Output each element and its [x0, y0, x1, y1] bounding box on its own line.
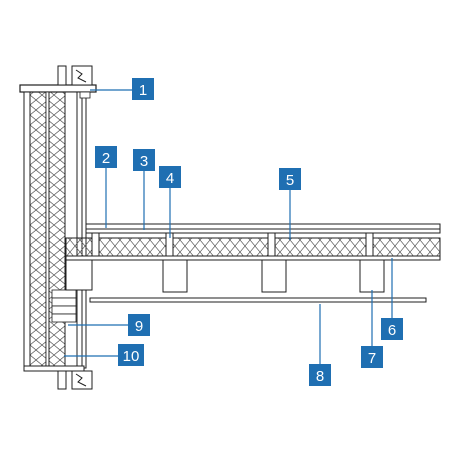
callout-label: 3: [140, 153, 148, 170]
callout-4: 4: [159, 166, 181, 188]
wall-top-cap: [19, 84, 97, 93]
callout-7: 7: [361, 346, 383, 368]
beam: [359, 259, 385, 293]
beam: [65, 259, 93, 291]
bottom-fixing: [75, 373, 87, 387]
bottom-bracket: [71, 370, 93, 390]
callout-9: 9: [128, 314, 150, 336]
wall-assembly: [19, 65, 97, 390]
callout-8: 8: [309, 364, 331, 386]
callout-10: 10: [118, 344, 144, 366]
inner-lining: [76, 91, 83, 369]
inner-insulation: [48, 91, 66, 369]
callout-2: 2: [95, 146, 117, 168]
callout-6: 6: [381, 318, 403, 340]
top-fixing: [75, 69, 87, 83]
top-bracket: [71, 65, 93, 86]
floor-decking: [85, 223, 441, 230]
callout-5: 5: [279, 168, 301, 190]
ceiling-board: [89, 297, 427, 303]
floor-joist: [267, 232, 276, 257]
callout-label: 5: [286, 172, 294, 189]
callout-label: 2: [102, 150, 110, 167]
floor-board: [85, 228, 441, 234]
outer-insulation: [29, 91, 47, 369]
floor-lining: [65, 255, 441, 261]
wall-bottom-cap: [23, 365, 85, 372]
callout-label: 7: [368, 350, 376, 367]
callout-label: 9: [135, 318, 143, 335]
callout-label: 1: [139, 82, 147, 99]
beam: [162, 259, 188, 293]
bottom-bracket: [57, 370, 67, 390]
floor-joist: [91, 232, 100, 257]
floor-assembly: [65, 223, 441, 303]
callout-1: 1: [132, 78, 154, 100]
top-bracket: [57, 65, 67, 86]
lower-blocking: [51, 289, 77, 323]
callout-3: 3: [133, 149, 155, 171]
floor-insulation: [65, 237, 441, 257]
floor-joist: [365, 232, 374, 257]
wall-block: [79, 91, 91, 99]
callout-label: 4: [166, 170, 174, 187]
callouts: 1 2 3 4 5 6 7 8: [95, 78, 403, 386]
outer-cladding: [23, 91, 31, 369]
callout-label: 6: [388, 322, 396, 339]
inner-board: [81, 91, 87, 369]
leader-lines: [64, 89, 393, 366]
callout-label: 10: [123, 348, 140, 365]
stud-cavity: [64, 91, 78, 369]
callout-label: 8: [316, 368, 324, 385]
beam: [261, 259, 287, 293]
